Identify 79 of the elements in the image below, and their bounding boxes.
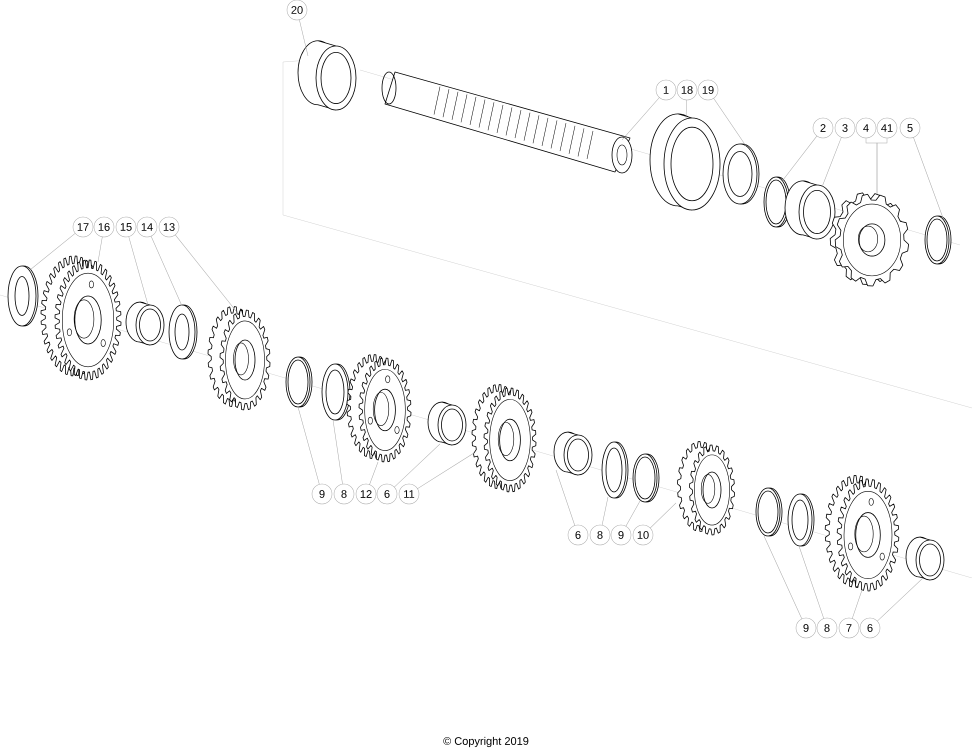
callout-number: 41 xyxy=(876,118,898,138)
gear-drawing xyxy=(677,441,735,536)
bushing-drawing xyxy=(428,402,466,446)
gear-drawing xyxy=(824,475,900,592)
callout-number: 16 xyxy=(94,216,114,238)
bushing-drawing xyxy=(554,432,592,476)
callout-number: 9 xyxy=(796,618,816,638)
callout-number: 12 xyxy=(356,484,376,504)
copyright-note: © Copyright 2019 xyxy=(443,736,528,748)
callout-number: 3 xyxy=(834,118,856,138)
callout-number: 5 xyxy=(900,118,920,138)
washer-drawing xyxy=(8,266,38,326)
shaft-drawing xyxy=(382,72,632,174)
bushing-drawing xyxy=(126,302,164,346)
leader-line xyxy=(556,470,576,526)
callout-number: 8 xyxy=(590,524,610,546)
callout-number: 6 xyxy=(568,524,588,546)
gear-drawing xyxy=(40,256,122,380)
washer-drawing xyxy=(788,494,814,546)
callout-number: 9 xyxy=(610,524,632,546)
leader-line xyxy=(98,236,103,262)
callout-number: 13 xyxy=(158,216,180,238)
callout-number: 9 xyxy=(312,484,332,504)
leader-line xyxy=(369,462,378,485)
sprocket-drawing xyxy=(830,192,909,286)
callout-number: 15 xyxy=(116,216,136,238)
leader-line xyxy=(686,100,687,118)
leader-line xyxy=(417,452,474,489)
callout-number: 14 xyxy=(136,216,158,238)
washer-drawing xyxy=(602,442,628,498)
callout-number: 11 xyxy=(398,484,420,504)
leader-line xyxy=(877,578,922,622)
washer-drawing xyxy=(322,364,350,420)
seal-ring-drawing xyxy=(722,144,760,204)
leader-line xyxy=(622,97,660,140)
leader-line xyxy=(852,590,862,619)
spacer-drawing xyxy=(784,180,836,240)
leader-line xyxy=(913,137,944,218)
leader-line xyxy=(394,444,440,488)
gear-drawing xyxy=(346,354,412,462)
washer-drawing xyxy=(168,304,198,360)
callout-number: 6 xyxy=(376,484,398,504)
circlip-drawing xyxy=(286,356,312,408)
callout-number: 18 xyxy=(676,80,698,100)
leader-line xyxy=(764,536,802,620)
callout-number: 1 xyxy=(656,80,676,100)
leader-line xyxy=(782,136,818,180)
callout-number: 6 xyxy=(860,618,880,638)
callout-number: 2 xyxy=(812,118,834,138)
leader-line xyxy=(150,236,182,306)
bearing-drawing xyxy=(650,113,720,210)
leader-line xyxy=(602,496,608,526)
leader-line xyxy=(30,233,76,270)
circlip-drawing xyxy=(756,488,782,536)
leader-line xyxy=(876,138,888,194)
leader-line xyxy=(128,236,148,306)
gear-drawing xyxy=(208,306,270,410)
bearing-drawing xyxy=(298,40,356,110)
leader-line xyxy=(650,502,676,528)
leader-line xyxy=(822,137,842,188)
gear-drawing xyxy=(472,384,536,492)
callout-number: 19 xyxy=(698,80,718,100)
leader-line xyxy=(175,234,236,312)
leader-line xyxy=(298,406,320,485)
callout-number: 4 xyxy=(856,118,876,138)
callout-number: 10 xyxy=(632,524,654,546)
leader-line xyxy=(299,19,308,56)
bushing-drawing xyxy=(906,536,944,580)
leader-line xyxy=(713,98,746,146)
leader-line xyxy=(332,420,343,484)
callout-number: 20 xyxy=(286,0,308,20)
callout-number: 8 xyxy=(334,484,354,504)
callout-number: 7 xyxy=(838,618,860,638)
callout-number: 17 xyxy=(72,216,94,238)
leader-line xyxy=(626,500,640,526)
callout-number: 8 xyxy=(816,618,838,638)
leader-line xyxy=(798,546,824,619)
circlip-drawing xyxy=(632,454,660,502)
circlip-drawing xyxy=(924,216,952,264)
